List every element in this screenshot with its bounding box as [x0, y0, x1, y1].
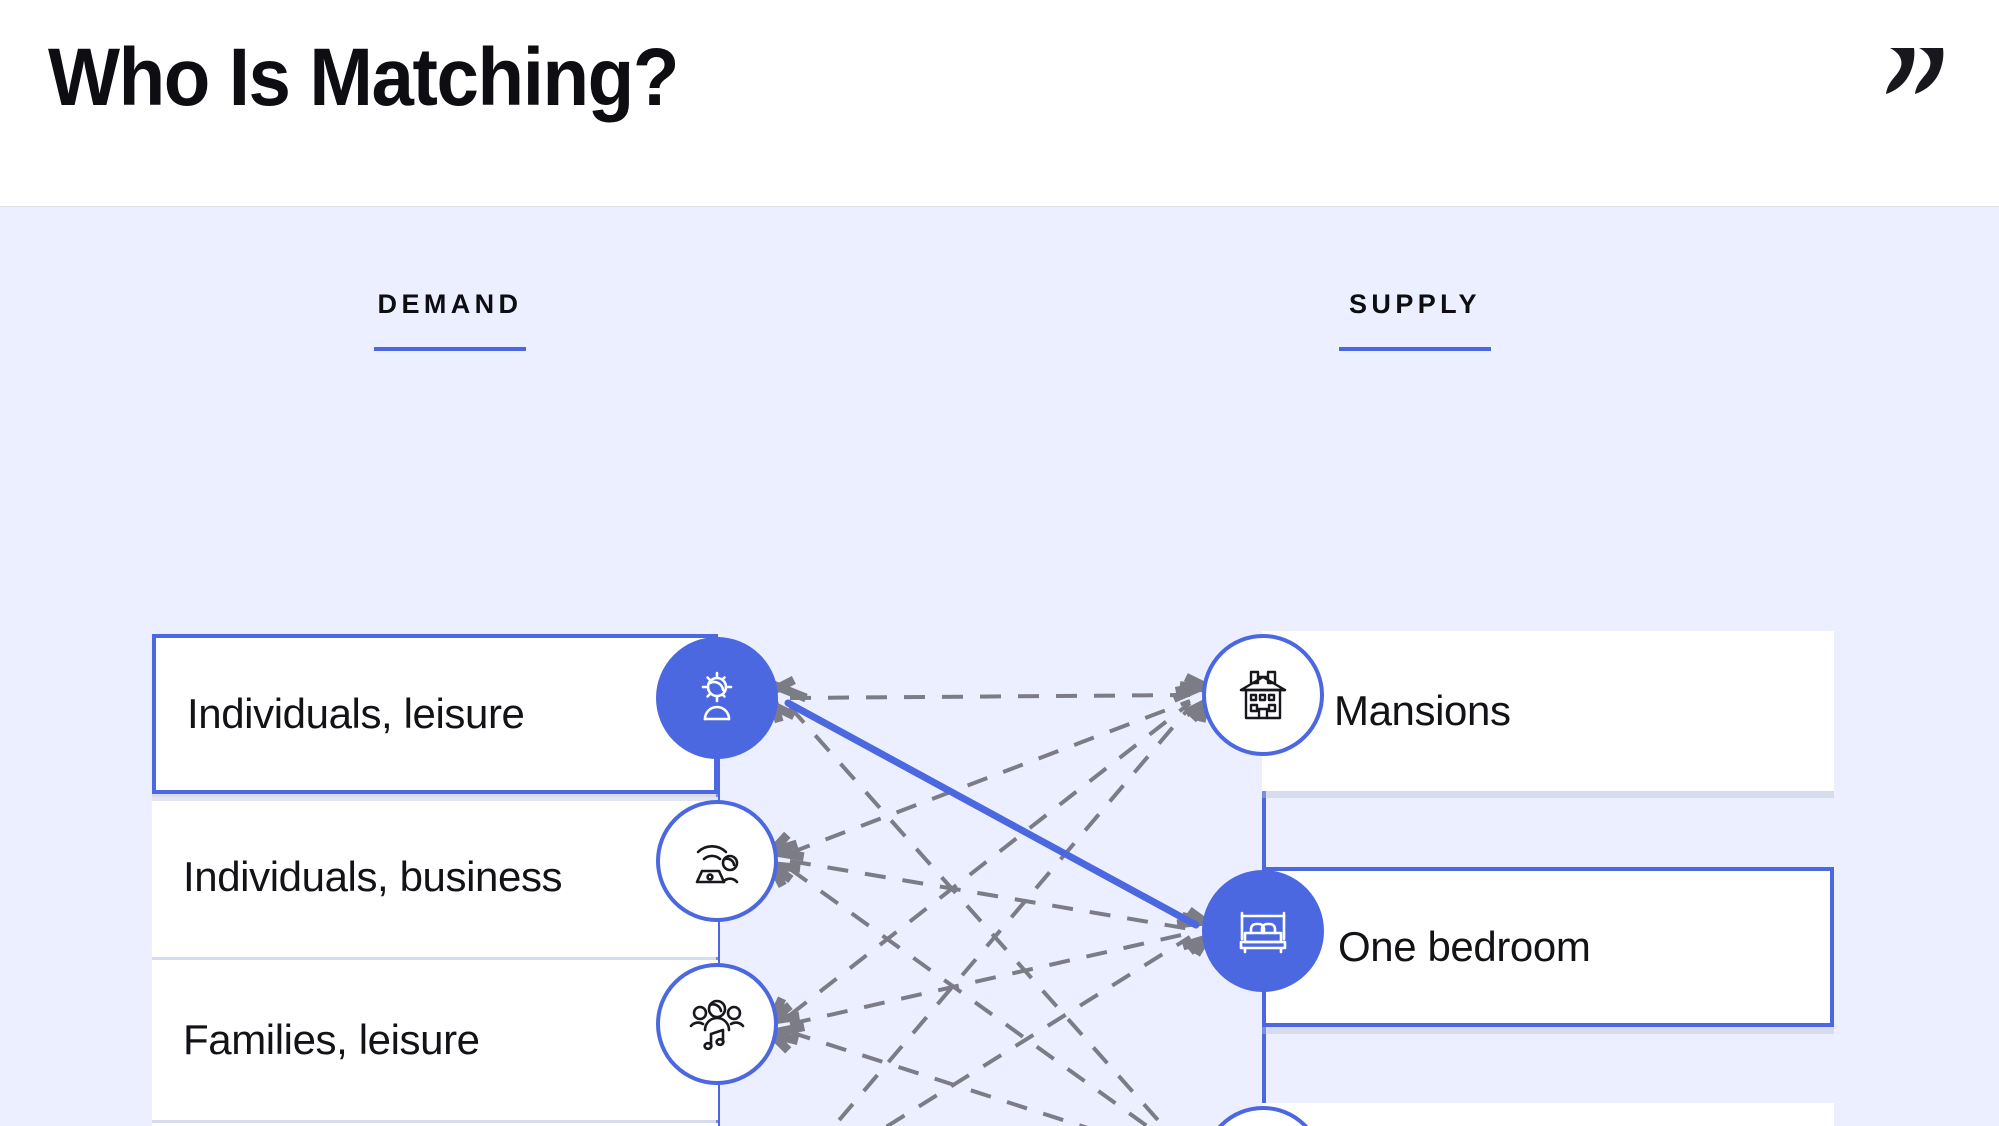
demand-card-label: Individuals, leisure	[187, 690, 525, 737]
supply-card-one-bedroom[interactable]: One bedroom	[1262, 867, 1834, 1027]
person-sun-icon[interactable]	[656, 637, 778, 759]
column-heading-demand: DEMAND	[280, 289, 620, 351]
demand-card-individuals-leisure[interactable]: Individuals, leisure	[152, 634, 718, 794]
highlighted-connection	[784, 699, 1200, 929]
matching-diagram-canvas: DEMAND SUPPLY	[0, 207, 1999, 1126]
demand-underline	[374, 347, 526, 351]
demand-label: DEMAND	[377, 289, 523, 319]
group-music-icon[interactable]	[656, 963, 778, 1085]
demand-card-individuals-business[interactable]: Individuals, business	[152, 797, 718, 957]
demand-card-label: Families, leisure	[183, 1016, 480, 1063]
supply-card-label: One bedroom	[1338, 923, 1591, 970]
supply-card-label: Mansions	[1334, 687, 1511, 734]
laptop-wifi-person-icon[interactable]	[656, 800, 778, 922]
rainmaker-chevron-logo-icon	[1883, 40, 1947, 102]
supply-underline	[1339, 347, 1491, 351]
demand-card-families-leisure[interactable]: Families, leisure	[152, 960, 718, 1120]
demand-card-couples-leisure[interactable]: Couples, leisure	[152, 1123, 718, 1126]
supply-label: SUPPLY	[1349, 289, 1481, 319]
page-title: Who Is Matching?	[48, 32, 679, 123]
demand-card-label: Individuals, business	[183, 853, 563, 900]
page-header: Who Is Matching?	[0, 0, 1999, 207]
supply-card-second-home[interactable]: Second home	[1262, 1103, 1834, 1126]
double-bed-icon[interactable]	[1202, 870, 1324, 992]
column-heading-supply: SUPPLY	[1245, 289, 1585, 351]
supply-card-mansions[interactable]: Mansions	[1262, 631, 1834, 791]
mansion-icon[interactable]	[1202, 634, 1324, 756]
